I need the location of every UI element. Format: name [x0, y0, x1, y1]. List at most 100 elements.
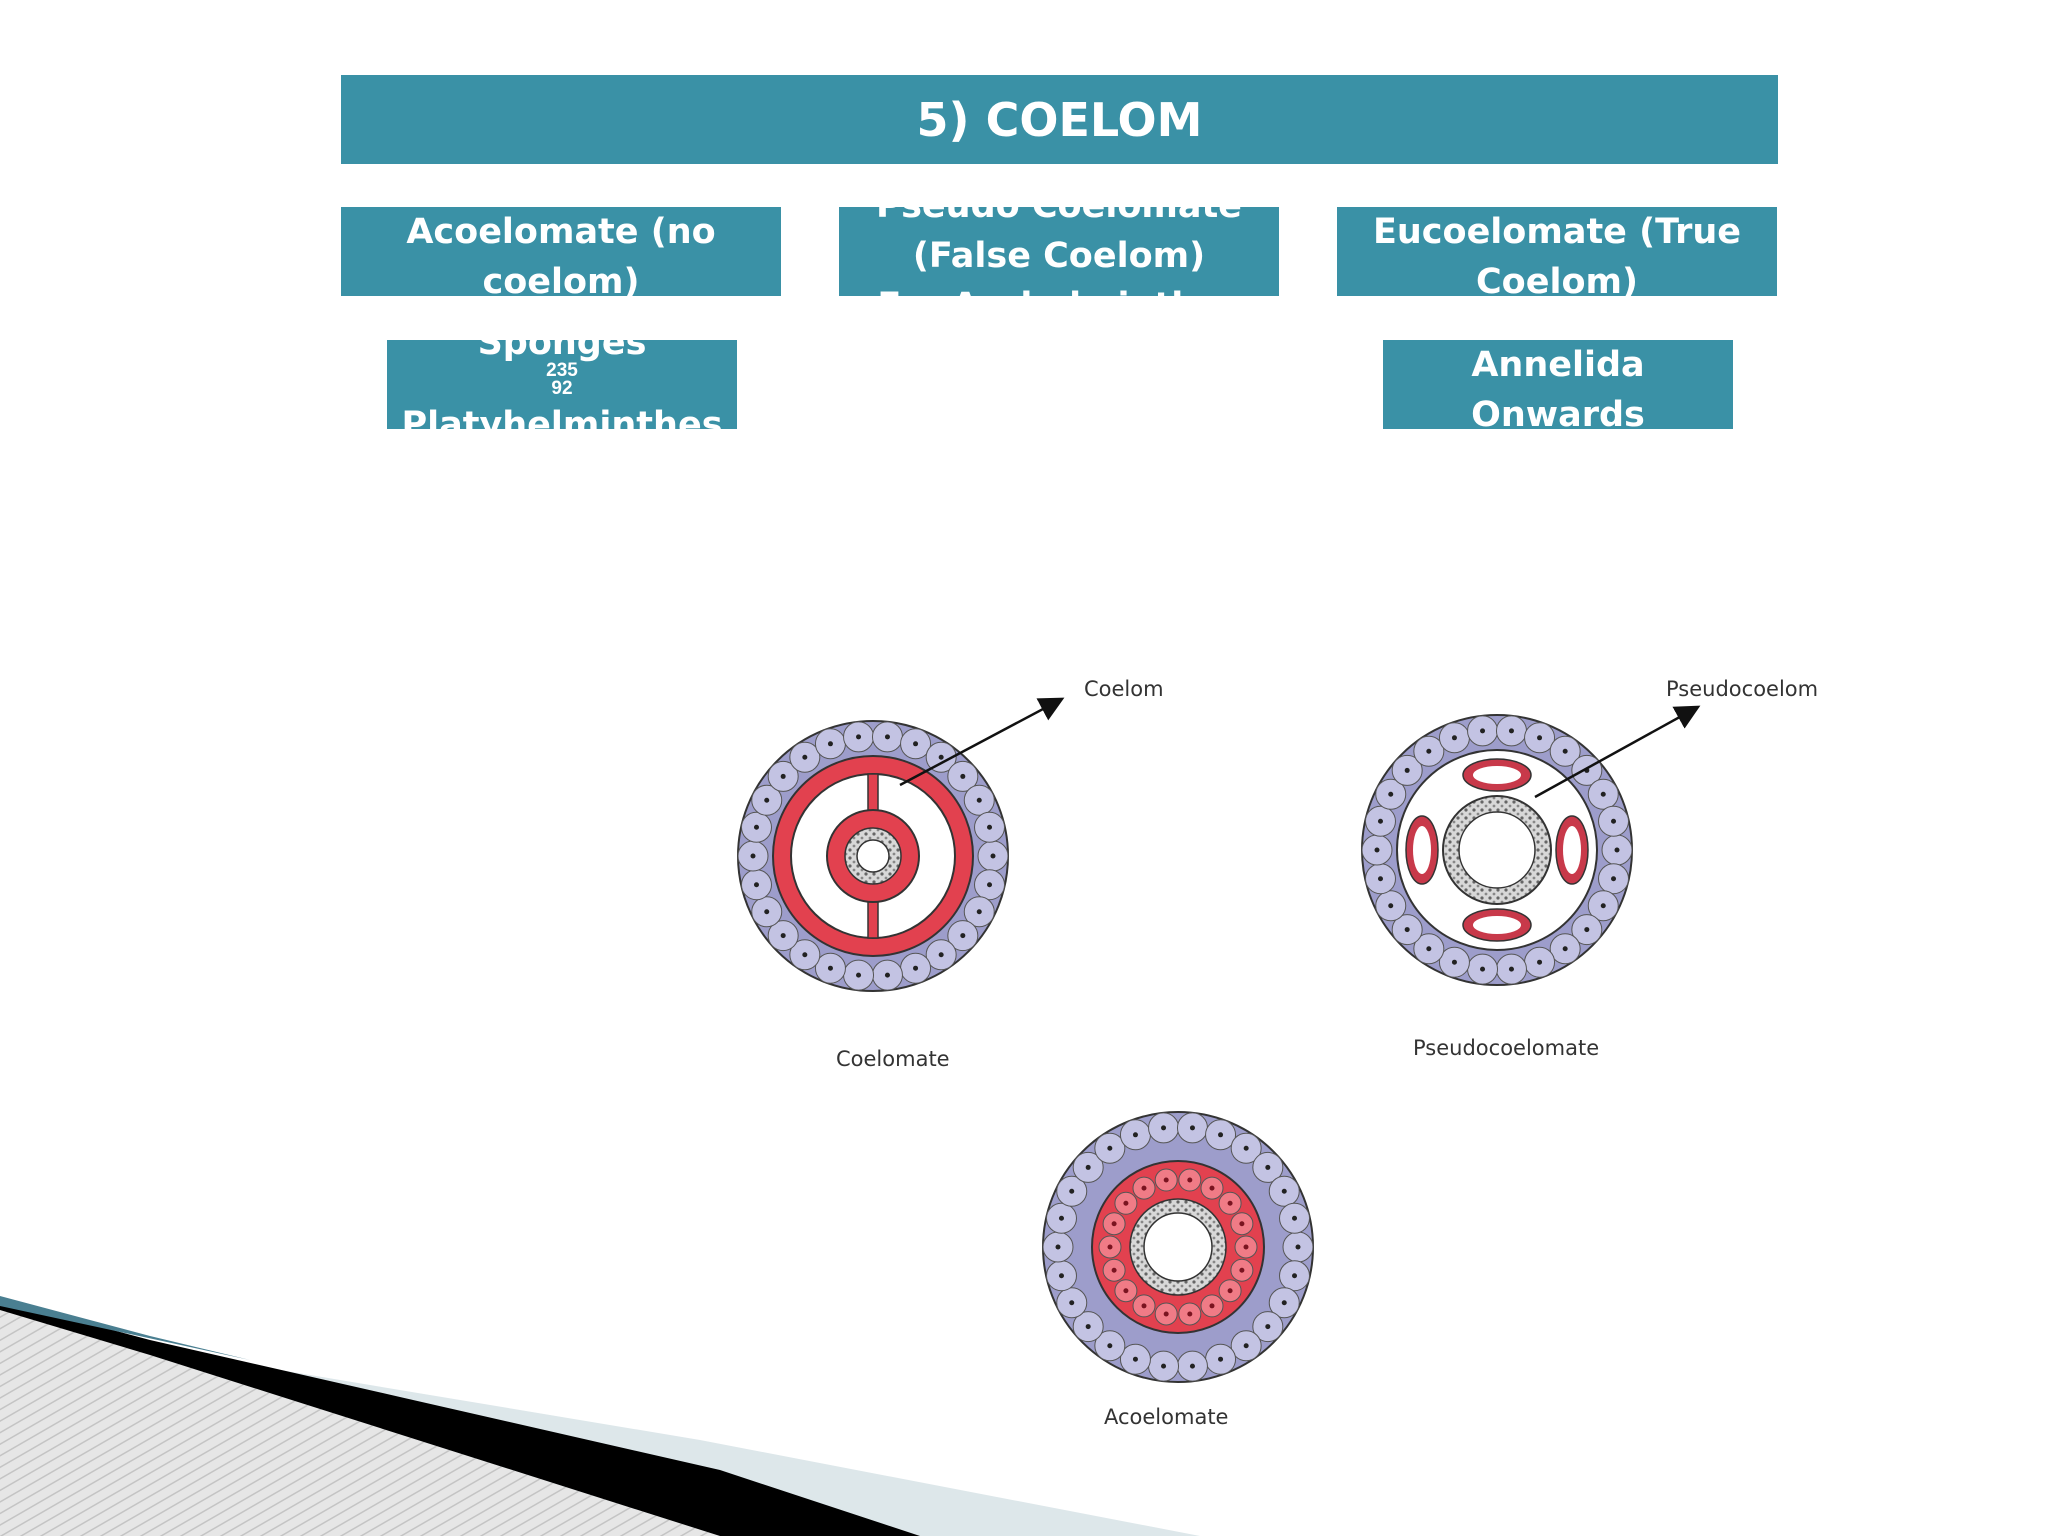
cell-nucleus [976, 797, 982, 803]
cell-nucleus [1069, 1188, 1075, 1194]
cell-nucleus [1111, 1221, 1117, 1227]
cell-nucleus [1562, 748, 1568, 754]
cell-nucleus [1161, 1125, 1167, 1131]
cell-nucleus [1132, 1356, 1138, 1362]
acoelomate-label: Acoelomate [1104, 1405, 1229, 1429]
cell-nucleus [1227, 1288, 1233, 1294]
cell-nucleus [1218, 1132, 1224, 1138]
cell-nucleus [1295, 1244, 1301, 1250]
cell-nucleus [1085, 1324, 1091, 1330]
cell-nucleus [1611, 876, 1617, 882]
cell-nucleus [976, 909, 982, 915]
cell-nucleus [1562, 946, 1568, 952]
cell-nucleus [1209, 1185, 1215, 1191]
eucoelomate-box: Eucoelomate (True Coelom) [1337, 207, 1777, 296]
cell-nucleus [764, 797, 770, 803]
cell-nucleus [1377, 818, 1383, 824]
cell-nucleus [1123, 1200, 1129, 1206]
cell-nucleus [1600, 791, 1606, 797]
example-onwards: Onwards [1471, 395, 1645, 429]
cell-nucleus [1508, 966, 1514, 972]
cell-nucleus [1480, 728, 1486, 734]
cell-nucleus [1537, 959, 1543, 965]
pseudocoelomate-line1: Pseudo Coelomate [839, 207, 1279, 231]
cell-nucleus [990, 853, 996, 859]
cell-nucleus [1107, 1343, 1113, 1349]
acoelomate-box: Acoelomate (no coelom) [341, 207, 781, 296]
cell-nucleus [884, 734, 890, 740]
cell-nucleus [1069, 1300, 1075, 1306]
cell-nucleus [1584, 927, 1590, 933]
coelom-label: Coelom [1084, 677, 1164, 701]
cell-nucleus [1281, 1300, 1287, 1306]
cell-nucleus [1265, 1164, 1271, 1170]
cell-nucleus [1374, 847, 1380, 853]
cell-nucleus [1243, 1145, 1249, 1151]
cell-nucleus [1239, 1221, 1245, 1227]
acoelomate-line1: Acoelomate (no [406, 212, 716, 252]
pseudocoelom-label: Pseudocoelom [1666, 677, 1819, 701]
cell-nucleus [1426, 748, 1432, 754]
subscript-92: 92 [551, 378, 573, 399]
cell-nucleus [1161, 1363, 1167, 1369]
cell-nucleus [764, 909, 770, 915]
cell-nucleus [856, 734, 862, 740]
cell-nucleus [1239, 1267, 1245, 1273]
cell-nucleus [1508, 728, 1514, 734]
pseudocoelomate-box: Pseudo Coelomate (False Coelom) Eg. Asch… [839, 207, 1279, 296]
cell-nucleus [780, 773, 786, 779]
cell-nucleus [802, 952, 808, 958]
example-sponges: Sponges [477, 340, 647, 363]
cell-nucleus [1227, 1200, 1233, 1206]
cell-nucleus [1404, 767, 1410, 773]
page-title: 5) COELOM [341, 75, 1778, 164]
pseudocoelomate-label: Pseudocoelomate [1413, 1036, 1600, 1060]
cell-nucleus [1388, 903, 1394, 909]
cell-nucleus [1404, 927, 1410, 933]
cell-nucleus [1265, 1324, 1271, 1330]
cell-nucleus [1537, 735, 1543, 741]
cell-nucleus [827, 741, 833, 747]
coelomate-label: Coelomate [836, 1047, 950, 1071]
cell-nucleus [1388, 791, 1394, 797]
cell-nucleus [1451, 959, 1457, 965]
cell-nucleus [1058, 1215, 1064, 1221]
pseudocoelomate-illustration [1361, 705, 1701, 986]
eucoelomate-line2: Coelom) [1476, 262, 1638, 296]
acoelomate-examples-box: Sponges 235 92 Platyhelminthes [387, 340, 737, 429]
cell-nucleus [1189, 1363, 1195, 1369]
cell-nucleus [1055, 1244, 1061, 1250]
cell-nucleus [1132, 1132, 1138, 1138]
eucoelomate-examples-box: Annelida Onwards [1383, 340, 1733, 429]
cell-nucleus [913, 965, 919, 971]
cell-nucleus [938, 952, 944, 958]
coelom-arrow [899, 697, 1065, 787]
cell-nucleus [960, 773, 966, 779]
cell-nucleus [960, 933, 966, 939]
cell-nucleus [1611, 818, 1617, 824]
cell-nucleus [750, 853, 756, 859]
cell-nucleus [987, 824, 993, 830]
superscript-235: 235 [546, 360, 578, 381]
pseudocoelomate-line3: Eg. Aschelminthes [839, 281, 1279, 296]
cell-nucleus [1058, 1273, 1064, 1279]
cell-nucleus [1600, 903, 1606, 909]
cell-nucleus [1123, 1288, 1129, 1294]
cell-nucleus [802, 754, 808, 760]
cell-nucleus [913, 741, 919, 747]
pseudocoelom-arrow [1534, 705, 1701, 799]
cell-nucleus [884, 972, 890, 978]
cell-nucleus [1107, 1244, 1113, 1250]
cell-nucleus [987, 882, 993, 888]
cell-nucleus [753, 824, 759, 830]
acoelomate-illustration [1042, 1111, 1314, 1383]
cell-nucleus [1111, 1267, 1117, 1273]
cell-nucleus [1189, 1125, 1195, 1131]
acoelomate-line2: coelom) [482, 262, 640, 296]
example-annelida: Annelida [1471, 345, 1645, 385]
cell-nucleus [1085, 1164, 1091, 1170]
cell-nucleus [1187, 1311, 1193, 1317]
cell-nucleus [1281, 1188, 1287, 1194]
